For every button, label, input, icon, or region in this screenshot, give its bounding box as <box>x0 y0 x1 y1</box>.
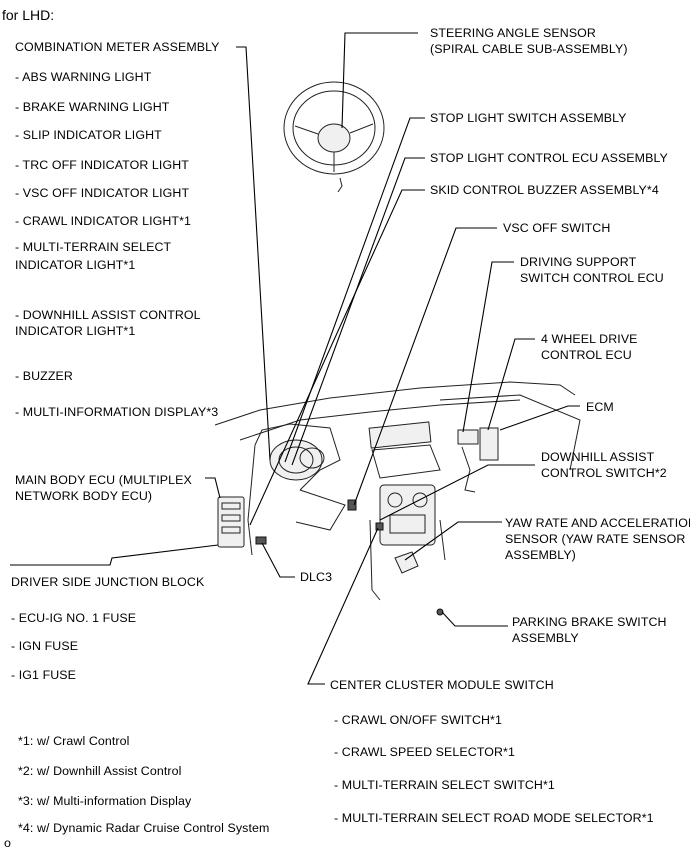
dlc3-drawing <box>255 536 267 545</box>
label-four-wd-ecu-line1: 4 WHEEL DRIVE <box>541 332 638 346</box>
label-dac-indicator-line1: - DOWNHILL ASSIST CONTROL <box>15 308 201 322</box>
label-main-body-ecu-line2: NETWORK BODY ECU) <box>15 489 153 503</box>
yaw-rate-sensor-drawing <box>394 551 419 574</box>
label-ign-fuse: - IGN FUSE <box>11 639 79 653</box>
label-driving-support-line2: SWITCH CONTROL ECU <box>520 271 664 285</box>
footnote-2: *2: w/ Downhill Assist Control <box>18 764 182 778</box>
label-steering-angle-sensor-line1: STEERING ANGLE SENSOR <box>430 26 596 40</box>
label-crawl-indicator: - CRAWL INDICATOR LIGHT*1 <box>15 214 191 228</box>
label-combination-meter: COMBINATION METER ASSEMBLY <box>15 40 220 54</box>
label-four-wd-ecu-line2: CONTROL ECU <box>541 348 632 362</box>
footnote-1: *1: w/ Crawl Control <box>18 734 130 748</box>
corner-mark: o <box>4 836 11 850</box>
label-trc-off-indicator: - TRC OFF INDICATOR LIGHT <box>15 158 189 172</box>
label-dac-switch-line1: DOWNHILL ASSIST <box>541 450 655 464</box>
label-ecu-ig-fuse: - ECU-IG NO. 1 FUSE <box>11 611 137 625</box>
label-mts-indicator-line2: INDICATOR LIGHT*1 <box>15 258 136 272</box>
label-stop-light-switch: STOP LIGHT SWITCH ASSEMBLY <box>430 111 627 125</box>
label-crawl-speed-selector: - CRAWL SPEED SELECTOR*1 <box>334 745 515 759</box>
label-mts-road-mode-selector: - MULTI-TERRAIN SELECT ROAD MODE SELECTO… <box>334 811 654 825</box>
steering-wheel-drawing <box>283 81 385 193</box>
four-wd-ecu-drawing <box>479 427 499 461</box>
label-mts-switch: - MULTI-TERRAIN SELECT SWITCH*1 <box>334 778 555 792</box>
leader-lines <box>10 32 580 685</box>
label-vsc-off-indicator: - VSC OFF INDICATOR LIGHT <box>15 186 190 200</box>
label-yaw-rate-sensor-line2: SENSOR (YAW RATE SENSOR <box>505 532 686 546</box>
label-buzzer: - BUZZER <box>15 369 73 383</box>
label-yaw-rate-sensor-line1: YAW RATE AND ACCELERATION <box>505 516 690 530</box>
driving-support-ecu-drawing <box>457 429 479 445</box>
footnote-4: *4: w/ Dynamic Radar Cruise Control Syst… <box>18 821 270 835</box>
footnote-3: *3: w/ Multi-information Display <box>18 794 192 808</box>
label-mts-indicator-line1: - MULTI-TERRAIN SELECT <box>15 240 172 254</box>
parking-brake-switch-drawing <box>436 608 444 616</box>
label-dlc3: DLC3 <box>300 570 333 584</box>
label-slip-indicator-light: - SLIP INDICATOR LIGHT <box>15 128 162 142</box>
label-ecm: ECM <box>586 400 614 414</box>
label-center-cluster-module-switch: CENTER CLUSTER MODULE SWITCH <box>330 678 554 692</box>
label-crawl-on-off-switch: - CRAWL ON/OFF SWITCH*1 <box>334 713 502 727</box>
label-stop-light-control-ecu: STOP LIGHT CONTROL ECU ASSEMBLY <box>430 151 668 165</box>
label-dac-switch-line2: CONTROL SWITCH*2 <box>541 466 667 480</box>
component-drawings <box>217 427 499 616</box>
label-driver-side-junction-block: DRIVER SIDE JUNCTION BLOCK <box>11 575 205 589</box>
label-ig1-fuse: - IG1 FUSE <box>11 668 77 682</box>
label-parking-brake-switch-line1: PARKING BRAKE SWITCH <box>512 615 667 629</box>
label-vsc-off-switch: VSC OFF SWITCH <box>503 221 611 235</box>
page-title: for LHD: <box>2 7 55 23</box>
dashboard-drawing <box>214 381 581 601</box>
label-yaw-rate-sensor-line3: ASSEMBLY) <box>505 548 576 562</box>
label-driving-support-line1: DRIVING SUPPORT <box>520 255 637 269</box>
label-steering-angle-sensor-line2: (SPIRAL CABLE SUB-ASSEMBLY) <box>430 42 628 56</box>
label-abs-warning-light: - ABS WARNING LIGHT <box>15 70 152 84</box>
label-main-body-ecu-line1: MAIN BODY ECU (MULTIPLEX <box>15 473 192 487</box>
label-brake-warning-light: - BRAKE WARNING LIGHT <box>15 100 170 114</box>
label-dac-indicator-line2: INDICATOR LIGHT*1 <box>15 324 136 338</box>
label-multi-information-display: - MULTI-INFORMATION DISPLAY*3 <box>15 405 219 419</box>
label-skid-control-buzzer: SKID CONTROL BUZZER ASSEMBLY*4 <box>430 183 659 197</box>
label-parking-brake-switch-line2: ASSEMBLY <box>512 631 579 645</box>
